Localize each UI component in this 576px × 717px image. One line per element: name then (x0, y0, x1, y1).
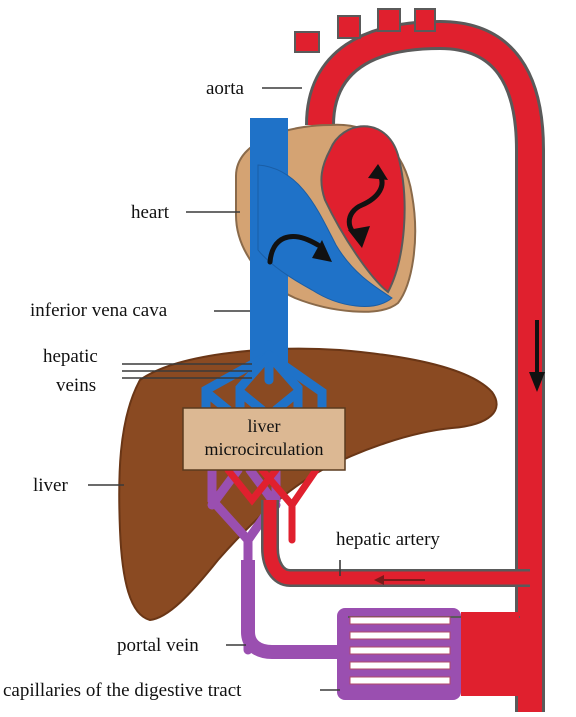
hepatic-artery-vessel (261, 500, 530, 587)
box-line-1: liver (248, 416, 281, 436)
microcirculation-box (182, 407, 346, 471)
left-heart-chamber (320, 125, 406, 294)
digestive-capillaries (337, 608, 520, 700)
label-aorta: aorta (206, 78, 245, 99)
label-capillaries: capillaries of the digestive tract (3, 680, 242, 701)
right-heart-arrowhead (312, 240, 332, 262)
label-portal-vein: portal vein (117, 635, 199, 656)
hepatic-vein-branches (201, 340, 327, 415)
portal-vein-vessel (241, 560, 345, 659)
label-veins: veins (56, 375, 96, 396)
label-hepatic: hepatic (43, 346, 98, 367)
label-inferior-vena-cava: inferior vena cava (30, 300, 168, 321)
left-heart-arrowhead (348, 226, 370, 248)
label-liver: liver (33, 475, 68, 496)
label-heart: heart (131, 202, 170, 223)
box-line-2: microcirculation (205, 439, 324, 459)
hepatic-artery-arrow (374, 575, 425, 585)
hepatic-artery-branches (224, 466, 320, 544)
left-heart-arrowhead-2 (368, 164, 388, 180)
aorta-arrow (529, 320, 545, 392)
aorta-vessel (294, 8, 545, 712)
label-hepatic-artery: hepatic artery (336, 529, 440, 550)
